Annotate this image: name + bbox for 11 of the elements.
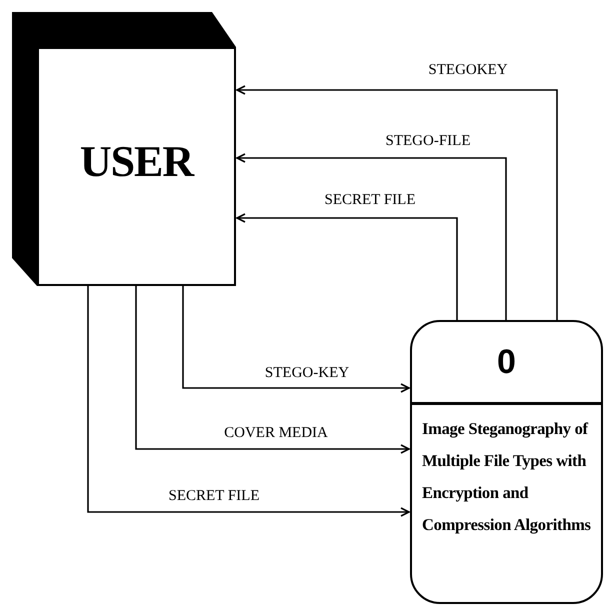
entity-name: USER [80,136,194,187]
entity-box [37,47,236,286]
process-name: Image Steganography of Multiple File Types with Encryption and Compression Algorithms [421,418,592,536]
process-box [410,320,603,604]
arrow [182,286,410,393]
process-number: 0 [412,322,601,405]
arrow [87,286,410,517]
arrow [135,286,410,454]
arrow [236,213,458,320]
arrow [236,85,558,320]
arrow [236,153,507,320]
